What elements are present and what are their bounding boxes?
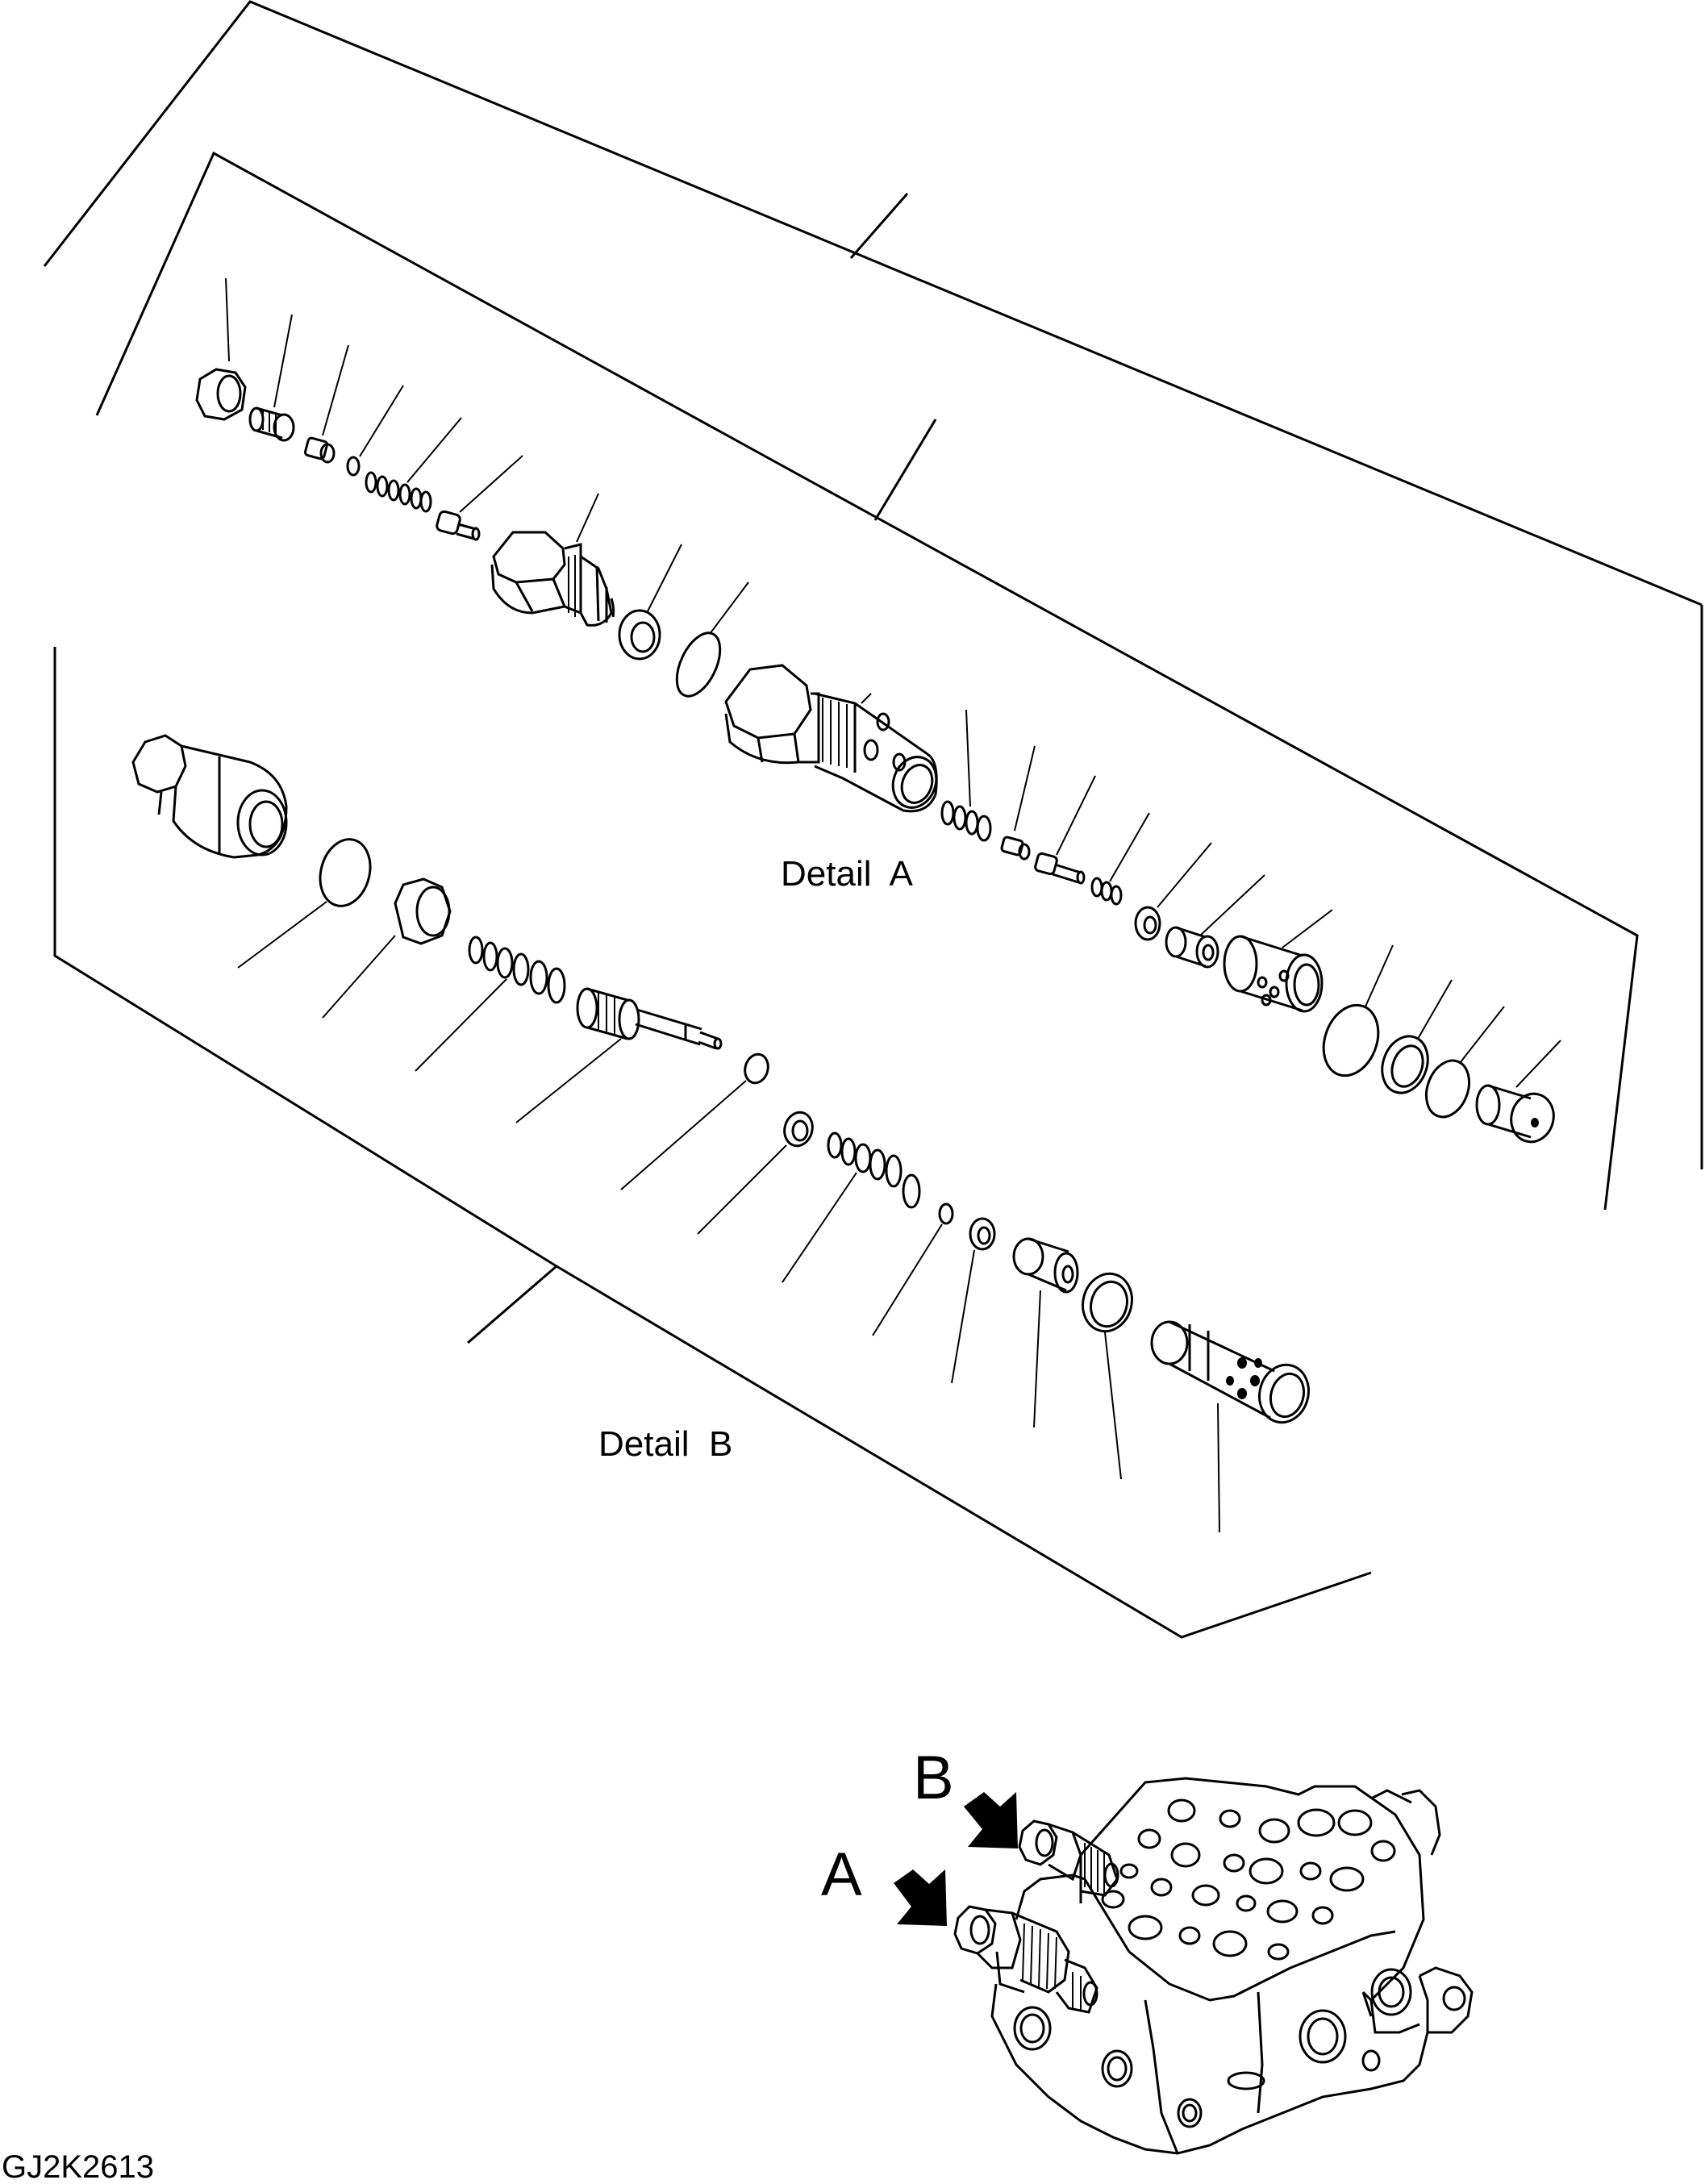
piston-b-part <box>1012 1237 1079 1428</box>
small-o-ring-b-part <box>620 1052 769 1190</box>
backup-ring-b-part <box>1082 1272 1133 1480</box>
small-o-ring-b2-part <box>872 1202 954 1336</box>
detail-a-label: Detail A <box>781 854 914 894</box>
large-o-ring-part <box>675 581 749 698</box>
marker-a-label: A <box>821 1840 862 1909</box>
o-ring-b-large-part <box>237 838 372 969</box>
main-valve-body-part <box>724 664 938 813</box>
side-face-ports <box>1013 1968 1412 2128</box>
cap-b-part <box>131 734 288 859</box>
backup-ring-a-part <box>1381 979 1453 1094</box>
spool-b-part <box>515 987 723 1123</box>
small-plug-a2-part <box>1000 745 1036 861</box>
marker-b-label: B <box>913 1744 954 1812</box>
spring-part <box>365 417 462 513</box>
detail-b-label: Detail B <box>598 1424 732 1464</box>
pin-a2-part <box>1034 775 1096 885</box>
arrow-b-icon <box>964 1792 1018 1848</box>
relief-valve-a-mounted <box>953 1905 1098 2014</box>
nut-b-part <box>322 877 452 1019</box>
spring-a2-part <box>940 709 992 842</box>
sleeve-a-part <box>1223 909 1333 1013</box>
spring-b2-part <box>782 1132 921 1283</box>
washer-a-part <box>1134 842 1212 941</box>
piston-a-part <box>1165 874 1265 969</box>
relief-valve-b-mounted <box>1018 1819 1119 1897</box>
plug-a-part <box>1475 1040 1561 1144</box>
detail-a-parts <box>195 277 1561 1144</box>
control-valve-overview <box>894 1777 1474 2155</box>
washer-b2-part <box>951 1217 996 1384</box>
arrow-a-icon <box>894 1869 947 1926</box>
detail-a-outline <box>43 0 1703 1169</box>
valve-block-outline <box>990 1777 1474 2155</box>
sleeve-b-part <box>1150 1320 1310 1533</box>
valve-seat-body-part <box>490 493 615 627</box>
washer-b-part <box>697 1111 814 1235</box>
small-plug-part <box>303 344 349 464</box>
detail-b-parts <box>131 734 1310 1533</box>
detail-b-outline <box>53 151 1639 1639</box>
spring-b1-part <box>415 936 566 1072</box>
small-o-ring-part <box>346 385 404 477</box>
backup-ring-part <box>618 544 682 661</box>
spring-a3-part <box>1090 812 1150 906</box>
o-ring-a-medium-part <box>1424 1006 1505 1119</box>
top-face-ports <box>1101 1798 1396 1961</box>
pilot-poppet-part <box>436 455 523 541</box>
drawing-code-label: GJ2K2613 <box>2 2149 154 2184</box>
adjusting-screw-part <box>248 314 295 442</box>
lock-nut-part <box>195 277 247 421</box>
o-ring-a-large-part <box>1322 944 1394 1077</box>
